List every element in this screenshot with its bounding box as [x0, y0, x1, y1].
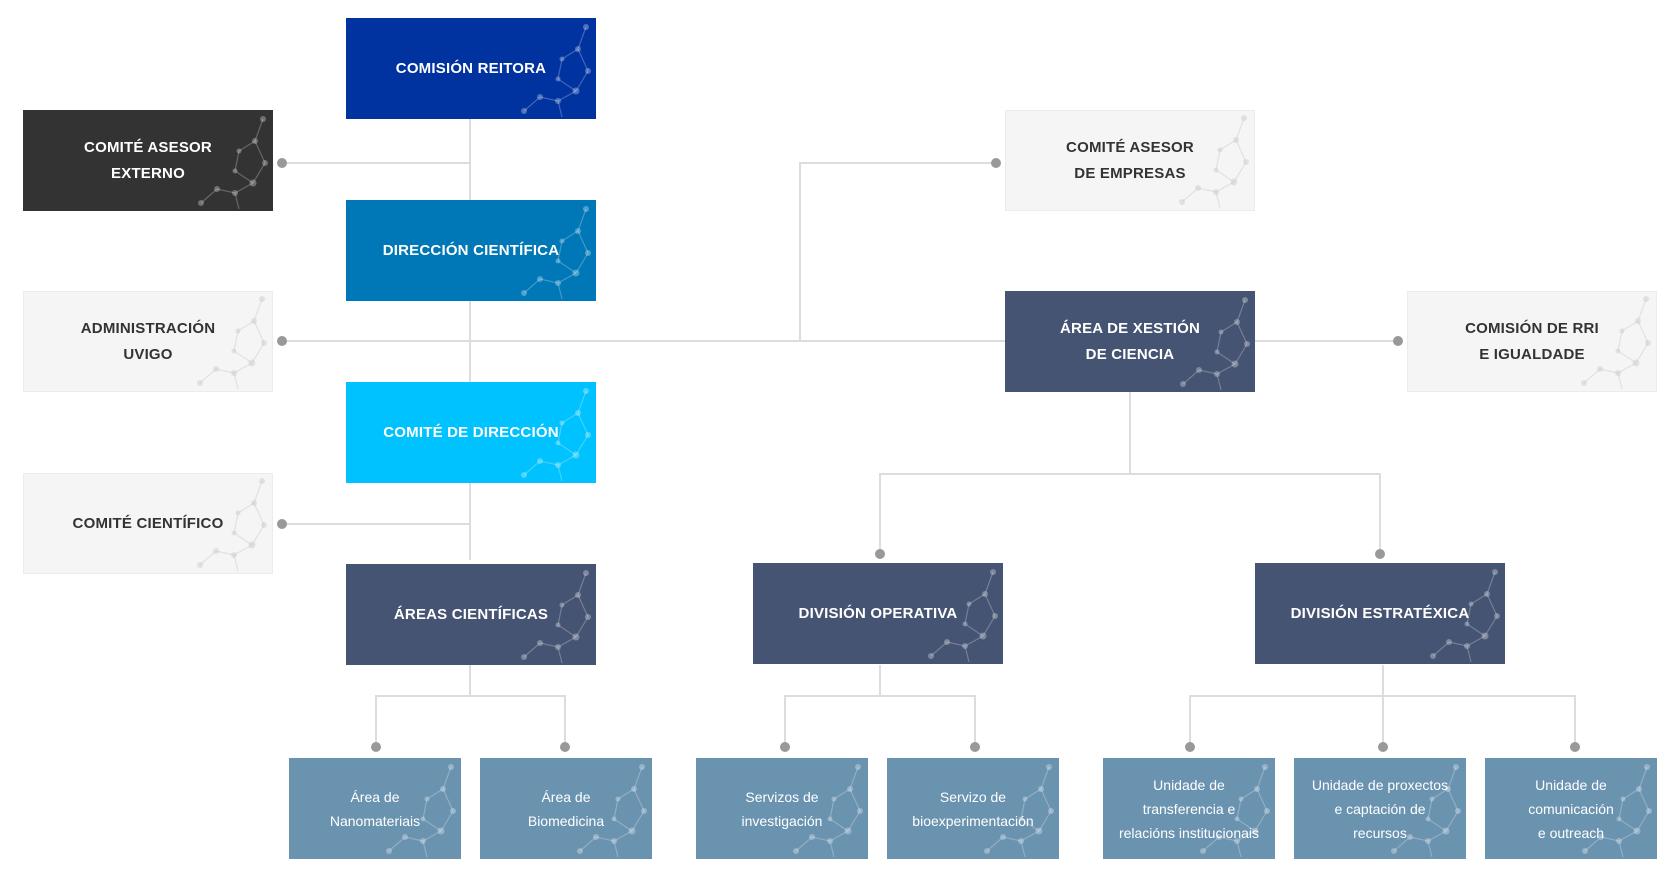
- division-operativa-label: DIVISIÓN OPERATIVA: [798, 604, 958, 622]
- comision-reitora-label: COMISIÓN REITORA: [395, 59, 547, 77]
- area-xestion-ciencia-box[interactable]: ÁREA DE XESTIÓN DE CIENCIA: [1005, 291, 1255, 392]
- unidade-proxectos-box[interactable]: Unidade de proxectos e captación de recu…: [1294, 758, 1466, 859]
- molecule-pattern-icon: [521, 570, 591, 664]
- servizo-bioexperimentacion-label: Servizo de bioexperimentación: [912, 788, 1034, 829]
- division-operativa-box[interactable]: DIVISIÓN OPERATIVA: [753, 563, 1003, 664]
- comision-rri-label: COMISIÓN DE RRI E IGUALDADE: [1465, 319, 1599, 363]
- servizo-bioexperimentacion-box[interactable]: Servizo de bioexperimentación: [887, 758, 1059, 859]
- unidade-comunicacion-box[interactable]: Unidade de comunicación e outreach: [1485, 758, 1657, 859]
- area-biomedicina-box[interactable]: Área de Biomedicina: [480, 758, 652, 859]
- molecule-pattern-icon: [984, 764, 1054, 858]
- direccion-cientifica-label: DIRECCIÓN CIENTÍFICA: [382, 241, 560, 259]
- servizos-investigacion-label: Servizos de investigación: [741, 788, 823, 829]
- comision-rri-box[interactable]: COMISIÓN DE RRI E IGUALDADE: [1407, 291, 1657, 392]
- molecule-pattern-icon: [1179, 115, 1249, 209]
- molecule-pattern-icon: [198, 116, 268, 210]
- molecule-pattern-icon: [1391, 764, 1461, 858]
- comite-asesor-externo-label: COMITÉ ASESOR EXTERNO: [84, 138, 212, 182]
- comite-cientifico-label: COMITÉ CIENTÍFICO: [72, 514, 224, 532]
- comite-asesor-externo-box[interactable]: COMITÉ ASESOR EXTERNO: [23, 110, 273, 211]
- unidade-proxectos-label: Unidade de proxectos e captación de recu…: [1311, 776, 1449, 841]
- comite-de-direccion-box[interactable]: COMITÉ DE DIRECCIÓN: [346, 382, 596, 483]
- unidade-transferencia-box[interactable]: Unidade de transferencia e relacións ins…: [1103, 758, 1275, 859]
- areas-cientificas-label: ÁREAS CIENTÍFICAS: [393, 605, 549, 623]
- molecule-pattern-icon: [1581, 296, 1651, 390]
- area-nanomateriais-box[interactable]: Área de Nanomateriais: [289, 758, 461, 859]
- molecule-pattern-icon: [928, 569, 998, 663]
- molecule-pattern-icon: [197, 478, 267, 572]
- area-biomedicina-label: Área de Biomedicina: [527, 788, 605, 829]
- servizos-investigacion-box[interactable]: Servizos de investigación: [696, 758, 868, 859]
- comision-reitora-box[interactable]: COMISIÓN REITORA: [346, 18, 596, 119]
- administracion-uvigo-box[interactable]: ADMINISTRACIÓN UVIGO: [23, 291, 273, 392]
- division-estratexica-box[interactable]: DIVISIÓN ESTRATÉXICA: [1255, 563, 1505, 664]
- comite-asesor-empresas-box[interactable]: COMITÉ ASESOR DE EMPRESAS: [1005, 110, 1255, 211]
- molecule-pattern-icon: [793, 764, 863, 858]
- area-xestion-ciencia-label: ÁREA DE XESTIÓN DE CIENCIA: [1060, 319, 1200, 363]
- comite-asesor-empresas-label: COMITÉ ASESOR DE EMPRESAS: [1066, 138, 1194, 182]
- molecule-pattern-icon: [1200, 764, 1270, 858]
- unidade-transferencia-label: Unidade de transferencia e relacións ins…: [1118, 776, 1260, 841]
- molecule-pattern-icon: [1430, 569, 1500, 663]
- molecule-pattern-icon: [386, 764, 456, 858]
- areas-cientificas-box[interactable]: ÁREAS CIENTÍFICAS: [346, 564, 596, 665]
- administracion-uvigo-label: ADMINISTRACIÓN UVIGO: [80, 319, 216, 363]
- molecule-pattern-icon: [197, 296, 267, 390]
- molecule-pattern-icon: [1180, 297, 1250, 391]
- molecule-pattern-icon: [521, 388, 591, 482]
- molecule-pattern-icon: [521, 206, 591, 300]
- molecule-pattern-icon: [1582, 764, 1652, 858]
- unidade-comunicacion-label: Unidade de comunicación e outreach: [1528, 776, 1614, 841]
- comite-de-direccion-label: COMITÉ DE DIRECCIÓN: [383, 423, 559, 441]
- comite-cientifico-box[interactable]: COMITÉ CIENTÍFICO: [23, 473, 273, 574]
- molecule-pattern-icon: [577, 764, 647, 858]
- division-estratexica-label: DIVISIÓN ESTRATÉXICA: [1290, 604, 1470, 622]
- area-nanomateriais-label: Área de Nanomateriais: [329, 788, 421, 829]
- molecule-pattern-icon: [521, 24, 591, 118]
- direccion-cientifica-box[interactable]: DIRECCIÓN CIENTÍFICA: [346, 200, 596, 301]
